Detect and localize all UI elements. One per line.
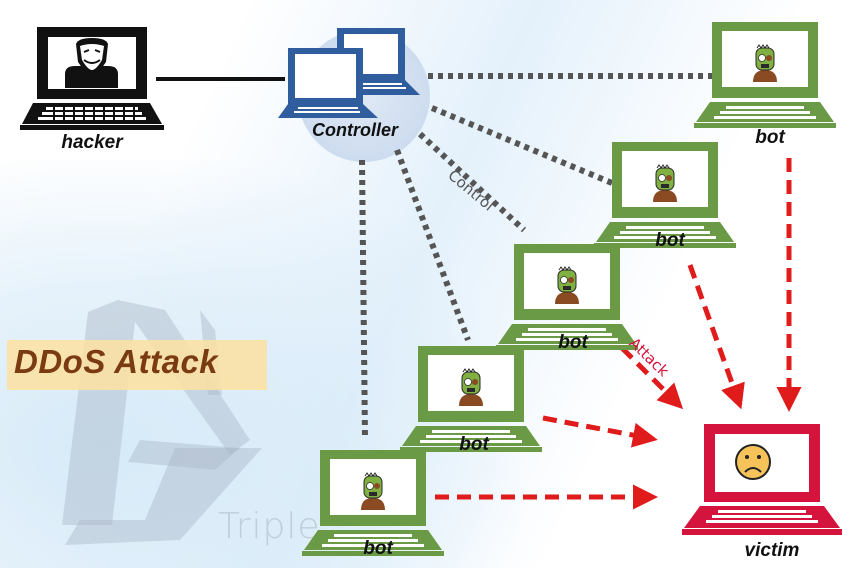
victim-label: victim — [744, 540, 800, 561]
control-link-bot-5 — [359, 159, 368, 439]
victim-laptop — [682, 424, 842, 535]
title-banner — [7, 340, 267, 390]
attack-links — [435, 158, 802, 510]
control-links — [359, 73, 712, 439]
zombie-icon — [554, 266, 580, 305]
control-link-bot-4 — [394, 148, 471, 342]
bot-laptop-2 — [594, 142, 736, 248]
bot-label-2: bot — [655, 230, 685, 251]
bot-laptop-3 — [496, 244, 638, 350]
bot-laptop-1 — [694, 22, 836, 128]
sad-face-icon — [735, 444, 771, 480]
hacker-label: hacker — [61, 132, 123, 153]
zombie-icon — [360, 472, 386, 511]
bot-laptop-4 — [400, 346, 542, 452]
bot-label-4: bot — [459, 434, 489, 455]
diagram-title: DDoS Attack — [14, 343, 219, 380]
bot-laptop-5 — [302, 450, 444, 556]
attack-link-bot-2 — [687, 264, 745, 410]
watermark-text: Triple — [218, 506, 321, 547]
control-link-bot-2 — [430, 105, 614, 186]
zombie-icon — [458, 368, 484, 407]
control-link-bot-3 — [417, 131, 527, 233]
zombie-icon — [752, 44, 778, 83]
bot-label-5: bot — [363, 538, 393, 559]
attack-link-bot-3 — [620, 346, 684, 410]
zombie-icon — [652, 164, 678, 203]
controller-label: Controller — [311, 120, 399, 140]
bot-label-1: bot — [755, 127, 785, 148]
controller-laptops — [278, 28, 420, 118]
bots-layer — [302, 22, 836, 556]
attack-link-bot-4 — [542, 415, 658, 448]
bot-label-3: bot — [558, 332, 588, 353]
hacker-laptop — [20, 27, 164, 130]
